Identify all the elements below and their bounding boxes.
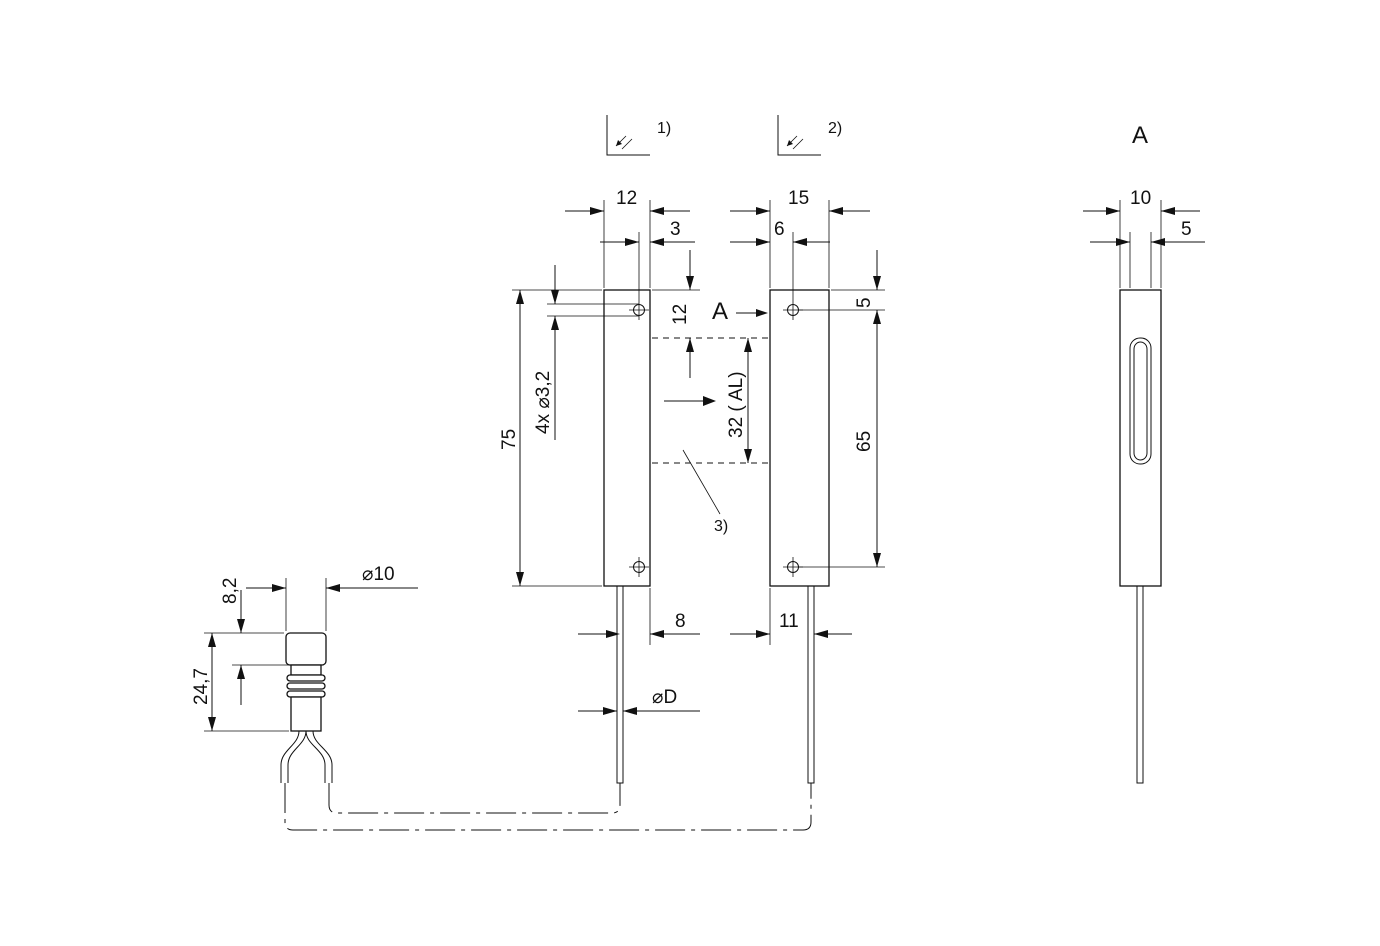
- dim-side-offset: 5: [1181, 219, 1192, 240]
- connector: ⌀10 8,2 24,7: [191, 564, 418, 783]
- dim-receiver-width: 15: [788, 188, 809, 209]
- dim-hole-spec: 4x ⌀3,2: [533, 371, 554, 434]
- dim-receiver-cable-offset: 11: [779, 611, 799, 632]
- dim-receiver-hole-spacing: 65: [854, 431, 875, 452]
- note-2-label: 2): [828, 120, 842, 137]
- receiver-cable: [807, 585, 815, 784]
- dim-side-width: 10: [1130, 188, 1151, 209]
- side-view-slot: [1129, 337, 1152, 465]
- dim-emitter-hole-offset: 3: [670, 219, 681, 240]
- note-symbol-1: 1): [606, 115, 671, 156]
- dim-emitter-length: 75: [499, 429, 520, 450]
- dim-receiver-hole-offset: 6: [774, 219, 785, 240]
- emitter-cable: [616, 585, 624, 784]
- emitter-dimensions: 12 3 12 4x ⌀3,2 75 8 ⌀D: [499, 188, 700, 715]
- dim-active-length: 32 ( AL): [726, 371, 747, 438]
- note-3-label: 3): [714, 518, 728, 535]
- dim-connector-diameter: ⌀10: [362, 564, 395, 585]
- side-view-cable: [1136, 585, 1144, 784]
- note-1-label: 1): [657, 120, 671, 137]
- active-zone: 3) 32 ( AL): [652, 337, 768, 535]
- section-arrow-label: A: [712, 298, 728, 325]
- dim-emitter-width: 12: [616, 188, 637, 209]
- dim-connector-cap: 8,2: [220, 578, 241, 604]
- wiring: [284, 783, 812, 831]
- emitter-body: [603, 289, 651, 784]
- receiver-body: [769, 289, 830, 784]
- dim-connector-length: 24,7: [191, 668, 212, 705]
- dim-receiver-hole-top: 5: [854, 297, 875, 308]
- dim-emitter-cable-offset: 8: [675, 611, 686, 632]
- note-symbol-2: 2): [777, 115, 842, 156]
- dim-cable-diameter: ⌀D: [652, 687, 677, 708]
- side-view: A 10 5: [1083, 122, 1205, 784]
- dim-emitter-hole-top: 12: [670, 304, 691, 325]
- side-view-label: A: [1132, 122, 1148, 149]
- receiver-dimensions: 15 6 5 65 11 A: [712, 188, 885, 645]
